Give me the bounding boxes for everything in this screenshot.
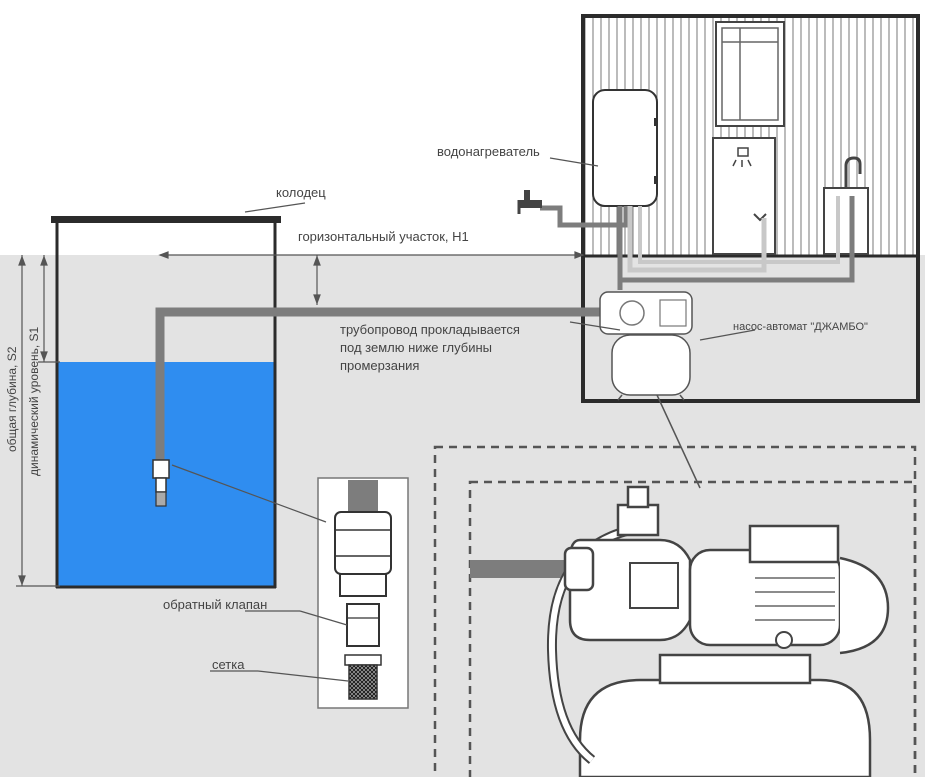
- label-dynamic-level: динамический уровень, S1: [27, 326, 41, 476]
- label-strainer: сетка: [212, 657, 245, 672]
- label-pipeline-line3: промерзания: [340, 358, 419, 373]
- leader-lines: [171, 157, 756, 682]
- label-horizontal-section: горизонтальный участок, H1: [298, 229, 469, 244]
- dimension-lines: [16, 251, 585, 587]
- detail-frame-inner: [468, 480, 917, 777]
- house-pipes: [540, 196, 855, 290]
- label-well: колодец: [276, 185, 326, 200]
- outdoor-tap-icon: [517, 190, 542, 214]
- house: [517, 14, 920, 403]
- pump-small: [599, 291, 693, 401]
- label-total-depth: общая глубина, S2: [5, 346, 19, 452]
- water-heater: [592, 89, 658, 207]
- label-pipeline-line2: под землю ниже глубины: [340, 340, 492, 355]
- pump-callout-line: [656, 394, 701, 489]
- house-frame: [581, 14, 920, 403]
- check-valve-detail: [317, 477, 409, 709]
- label-pipeline-line1: трубопровод прокладывается: [340, 322, 520, 337]
- label-water-heater: водонагреватель: [437, 144, 540, 159]
- check-valve-in-well: [152, 459, 170, 507]
- label-pump: насос-автомат "ДЖАМБО": [733, 321, 868, 333]
- house-window: [715, 21, 785, 127]
- well-cover: [51, 216, 281, 223]
- pump-large-detail: [470, 485, 890, 777]
- label-check-valve: обратный клапан: [163, 597, 267, 612]
- suction-pipe: [155, 307, 615, 462]
- sink: [823, 156, 869, 255]
